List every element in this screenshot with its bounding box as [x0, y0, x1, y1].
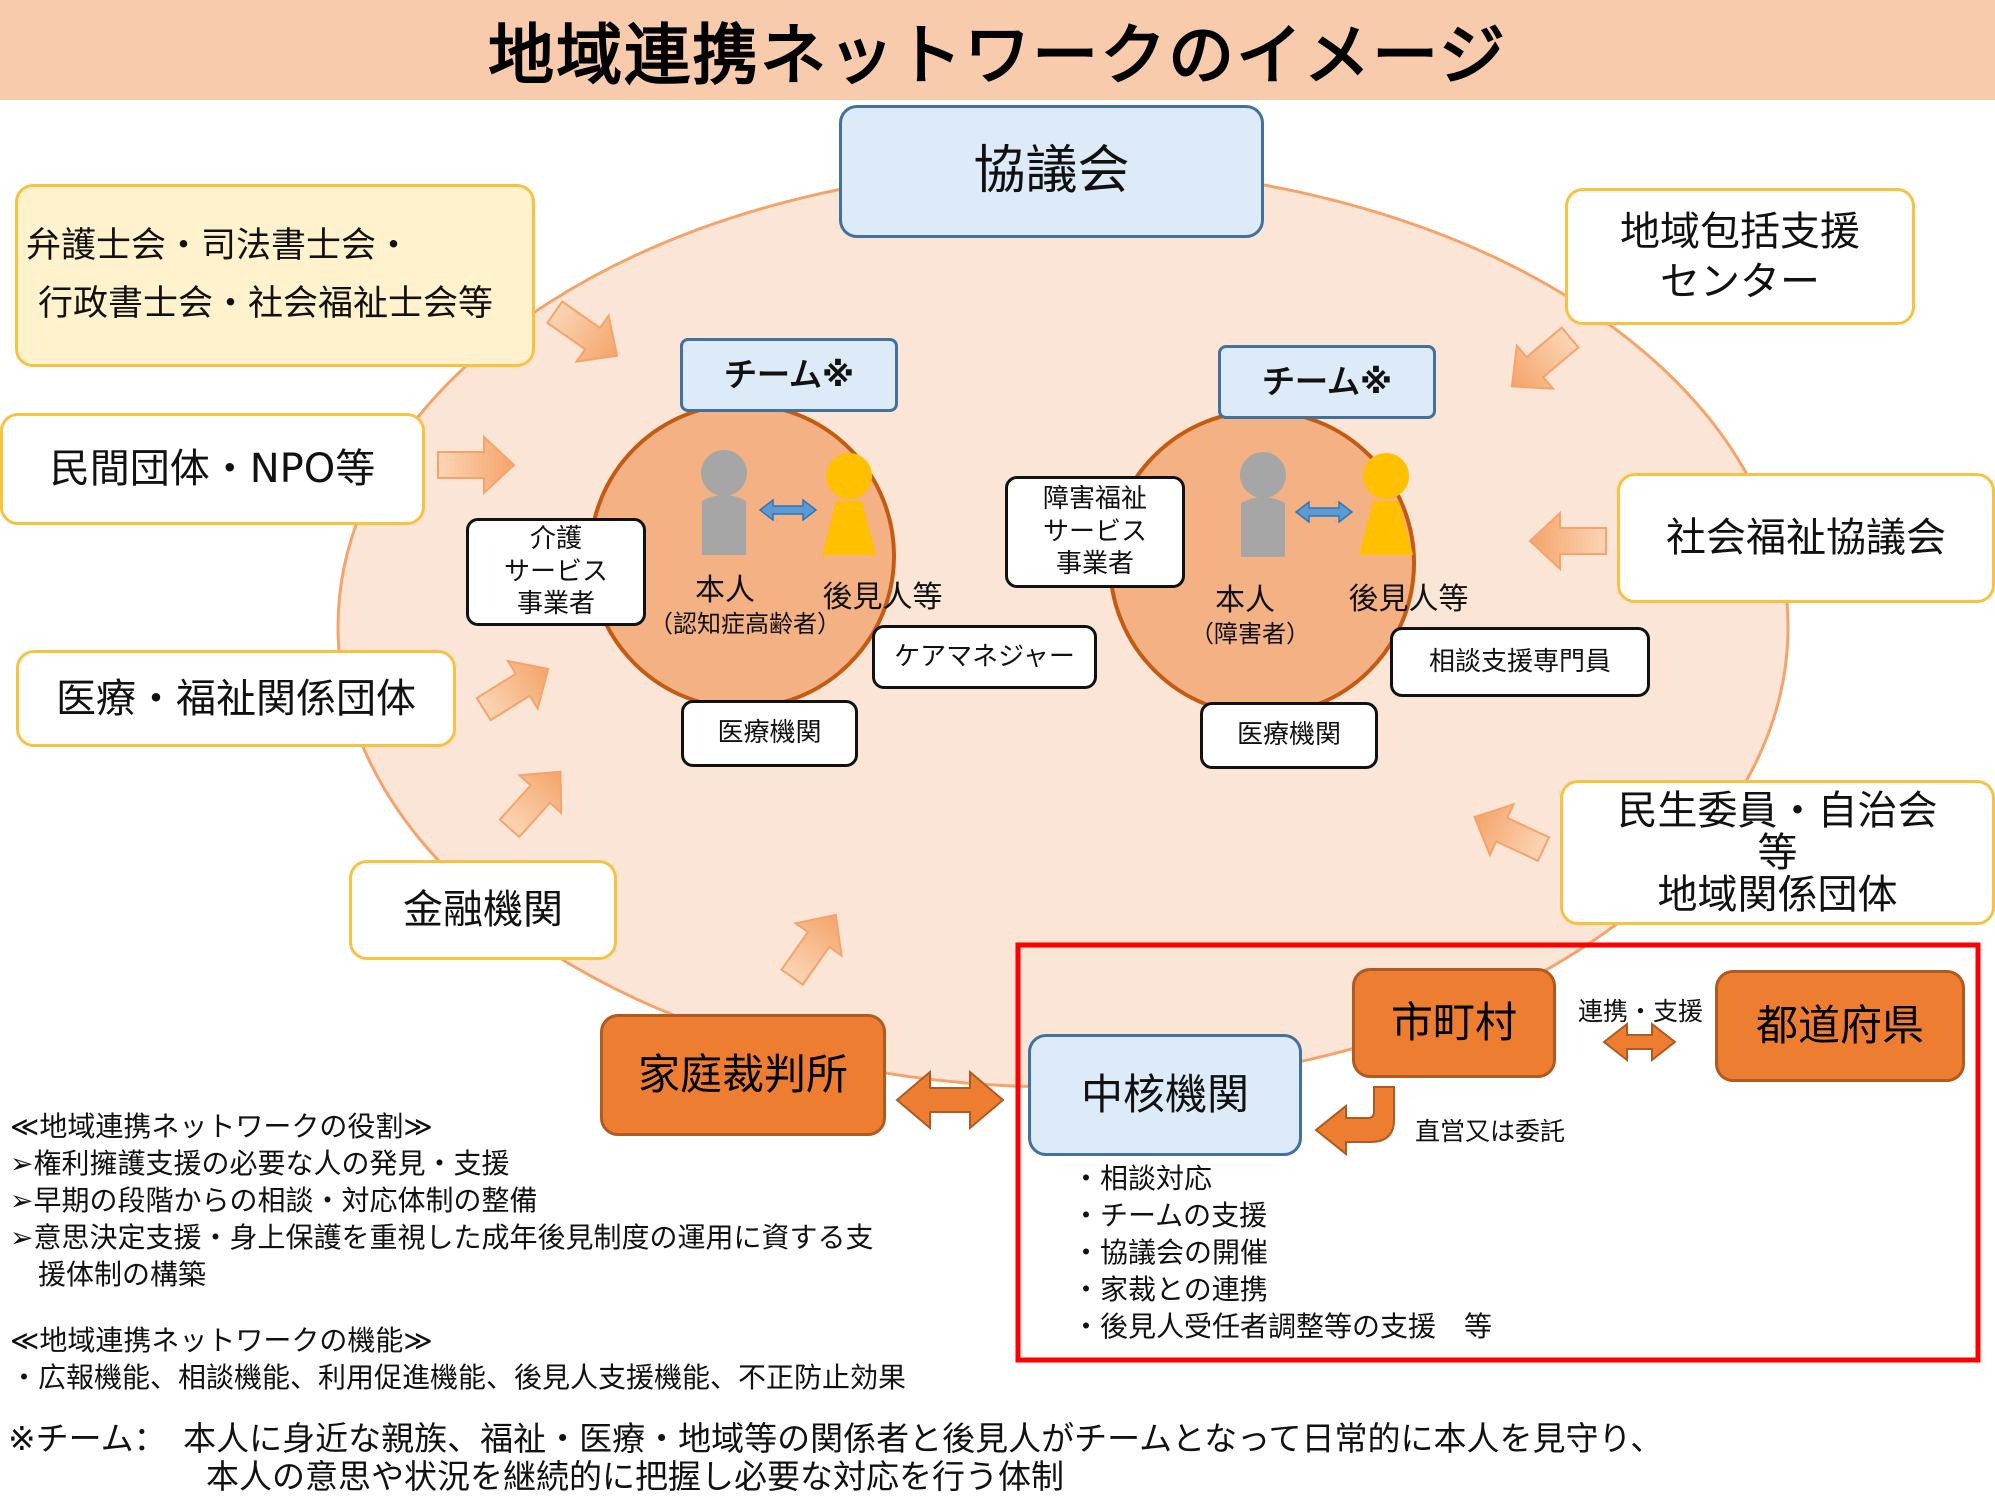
- municipality-box: 市町村: [1352, 968, 1556, 1078]
- npo-label: 民間団体・NPO等: [49, 446, 376, 492]
- bar-associations-line2: 行政書士会・社会福祉士会等: [38, 283, 494, 324]
- team2-person-text: 本人: [1215, 583, 1275, 618]
- disability-service-line3: 事業者: [1055, 549, 1134, 580]
- care-manager-box: ケアマネジャー: [872, 625, 1097, 689]
- care-service-line2: サービス: [503, 556, 608, 587]
- team2-person-label: 本人: [1180, 575, 1310, 619]
- social-welfare-council-label: 社会福祉協議会: [1666, 515, 1946, 561]
- team1-guardian-label: 後見人等: [800, 572, 965, 616]
- person-icon: [701, 450, 747, 555]
- prefecture-box: 都道府県: [1715, 970, 1965, 1082]
- team-footnote: ※チーム： 本人に身近な親族、福祉・医療・地域等の関係者と後見人がチームとなって…: [8, 1420, 1663, 1496]
- council-box: 協議会: [839, 105, 1264, 238]
- npo-box: 民間団体・NPO等: [0, 413, 425, 525]
- functions-text: ・広報機能、相談機能、利用促進機能、後見人支援機能、不正防止効果: [10, 1361, 907, 1394]
- local-groups-line3: 地域関係団体: [1657, 871, 1898, 918]
- bar-associations-box: 弁護士会・司法書士会・ 行政書士会・社会福祉士会等: [15, 184, 535, 367]
- title-bar: 地域連携ネットワークのイメージ: [0, 0, 1995, 100]
- court-core-arrow: [895, 1069, 1005, 1131]
- entrust-arrow: [1314, 1086, 1395, 1157]
- direct-or-entrust-text: 直営又は委託: [1415, 1117, 1566, 1146]
- team2-person-note-text: （障害者）: [1190, 620, 1310, 648]
- core-function-item: ・相談対応: [1072, 1162, 1213, 1195]
- core-agency-box: 中核機関: [1028, 1034, 1302, 1156]
- financial-box: 金融機関: [349, 860, 617, 960]
- core-function-item: ・協議会の開催: [1072, 1236, 1269, 1269]
- municipality-label: 市町村: [1390, 997, 1517, 1047]
- relation-arrow: [758, 498, 1354, 524]
- care-service-line3: 事業者: [516, 589, 595, 620]
- core-functions-list: ・相談対応 ・チームの支援 ・協議会の開催 ・家裁との連携 ・後見人受任者調整等…: [1072, 1160, 1492, 1345]
- local-groups-box: 民生委員・自治会 等 地域関係団体: [1560, 780, 1995, 925]
- core-agency-label: 中核機関: [1080, 1069, 1249, 1119]
- role-item: ➢早期の段階からの相談・対応体制の整備: [10, 1184, 538, 1217]
- functions-section: ≪地域連携ネットワークの機能≫ ・広報機能、相談機能、利用促進機能、後見人支援機…: [10, 1322, 906, 1396]
- team1-person-text: 本人: [695, 573, 755, 608]
- disability-service-line2: サービス: [1042, 516, 1147, 547]
- team2-guardian-label: 後見人等: [1326, 574, 1491, 618]
- team-footnote-line2: 本人の意思や状況を継続的に把握し必要な対応を行う体制: [8, 1457, 1064, 1496]
- disability-service-line1: 障害福祉: [1042, 484, 1147, 515]
- team2-person-note: （障害者）: [1160, 614, 1340, 649]
- roles-section: ≪地域連携ネットワークの役割≫ ➢権利擁護支援の必要な人の発見・支援 ➢早期の段…: [10, 1108, 873, 1293]
- functions-heading: ≪地域連携ネットワークの機能≫: [10, 1324, 433, 1357]
- council-label: 協議会: [973, 141, 1130, 201]
- cooperation-support-text: 連携・支援: [1578, 997, 1704, 1026]
- roles-heading: ≪地域連携ネットワークの役割≫: [10, 1110, 433, 1143]
- team2-label: チーム※: [1261, 362, 1393, 402]
- team2-medical-box: 医療機関: [1200, 702, 1378, 769]
- medical-welfare-label: 医療・福祉関係団体: [56, 675, 416, 722]
- community-support-center-line2: センター: [1660, 258, 1820, 305]
- family-court-label: 家庭裁判所: [637, 1049, 848, 1099]
- team2-label-box: チーム※: [1218, 345, 1436, 419]
- consultation-specialist-box: 相談支援専門員: [1390, 627, 1650, 697]
- core-function-item: ・後見人受任者調整等の支援 等: [1072, 1310, 1493, 1343]
- care-service-provider-box: 介護 サービス 事業者: [466, 518, 646, 626]
- community-support-center-box: 地域包括支援 センター: [1565, 188, 1915, 325]
- team1-person-label: 本人: [640, 565, 810, 609]
- team1-person-note-text: （認知症高齢者）: [649, 610, 841, 638]
- guardian-icon: [1359, 453, 1413, 555]
- team1-medical-box: 医療機関: [681, 700, 858, 767]
- core-function-item: ・家裁との連携: [1072, 1273, 1268, 1306]
- core-area-frame: [1015, 942, 1981, 1363]
- role-item: ➢権利擁護支援の必要な人の発見・支援: [10, 1147, 510, 1180]
- page-title: 地域連携ネットワークのイメージ: [488, 17, 1507, 94]
- team1-person-note: （認知症高齢者）: [635, 604, 855, 639]
- care-manager-label: ケアマネジャー: [894, 641, 1075, 672]
- consultation-specialist-label: 相談支援専門員: [1428, 646, 1611, 677]
- municipality-prefecture-arrow: [1602, 1021, 1677, 1063]
- team1-label-box: チーム※: [680, 338, 898, 412]
- local-groups-line2: 等: [1757, 829, 1798, 876]
- cooperation-support-label: 連携・支援: [1578, 992, 1703, 1028]
- person-icon: [1240, 452, 1286, 557]
- team1-medical-label: 医療機関: [717, 718, 822, 749]
- team1-label: チーム※: [723, 355, 855, 395]
- team2-guardian-text: 後見人等: [1348, 582, 1469, 617]
- role-item: ➢意思決定支援・身上保護を重視した成年後見制度の運用に資する支: [10, 1221, 874, 1254]
- community-support-center-line1: 地域包括支援: [1620, 208, 1860, 255]
- team1-guardian-text: 後見人等: [822, 580, 943, 615]
- care-service-line1: 介護: [529, 524, 582, 555]
- medical-welfare-box: 医療・福祉関係団体: [16, 650, 456, 747]
- team2-medical-label: 医療機関: [1236, 720, 1341, 751]
- team-footnote-line1: ※チーム： 本人に身近な親族、福祉・医療・地域等の関係者と後見人がチームとなって…: [8, 1419, 1664, 1458]
- disability-service-provider-box: 障害福祉 サービス 事業者: [1005, 476, 1185, 588]
- local-groups-line1: 民生委員・自治会: [1617, 787, 1938, 834]
- core-function-item: ・チームの支援: [1072, 1199, 1268, 1232]
- guardian-icon: [822, 453, 876, 555]
- role-item: 援体制の構築: [10, 1258, 207, 1291]
- financial-label: 金融機関: [403, 887, 563, 933]
- social-welfare-council-box: 社会福祉協議会: [1617, 473, 1995, 603]
- prefecture-label: 都道府県: [1755, 1000, 1924, 1050]
- bar-associations-line1: 弁護士会・司法書士会・: [26, 225, 412, 266]
- family-court-box: 家庭裁判所: [600, 1014, 886, 1136]
- direct-or-entrust-label: 直営又は委託: [1415, 1112, 1565, 1148]
